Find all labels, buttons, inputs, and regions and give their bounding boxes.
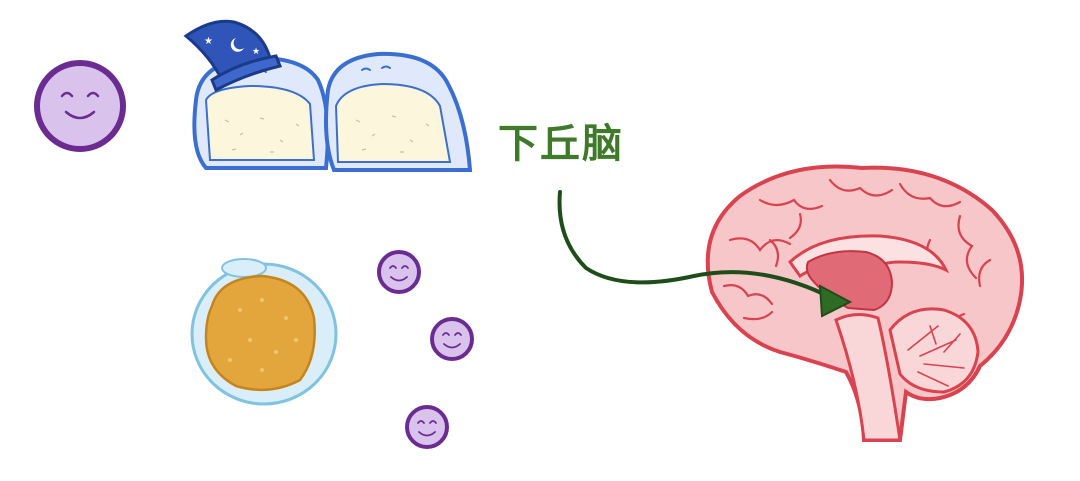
svg-text:★: ★ [204,36,213,47]
purple-cell-small-2 [430,317,474,361]
wizard-hat-icon: ★ ★ [183,19,283,93]
purple-cell-small-1 [377,250,421,294]
wizard-hat-bun-icon: ★ ★ [183,19,473,172]
egg-cell-icon [190,258,338,406]
brain-sagittal-icon [705,164,1025,442]
purple-cell-large [34,60,126,152]
hypothalamus-label: 下丘脑 [498,121,624,167]
svg-text:★: ★ [252,47,260,57]
pointer-arrow [557,190,853,318]
purple-cell-small-3 [405,405,449,449]
